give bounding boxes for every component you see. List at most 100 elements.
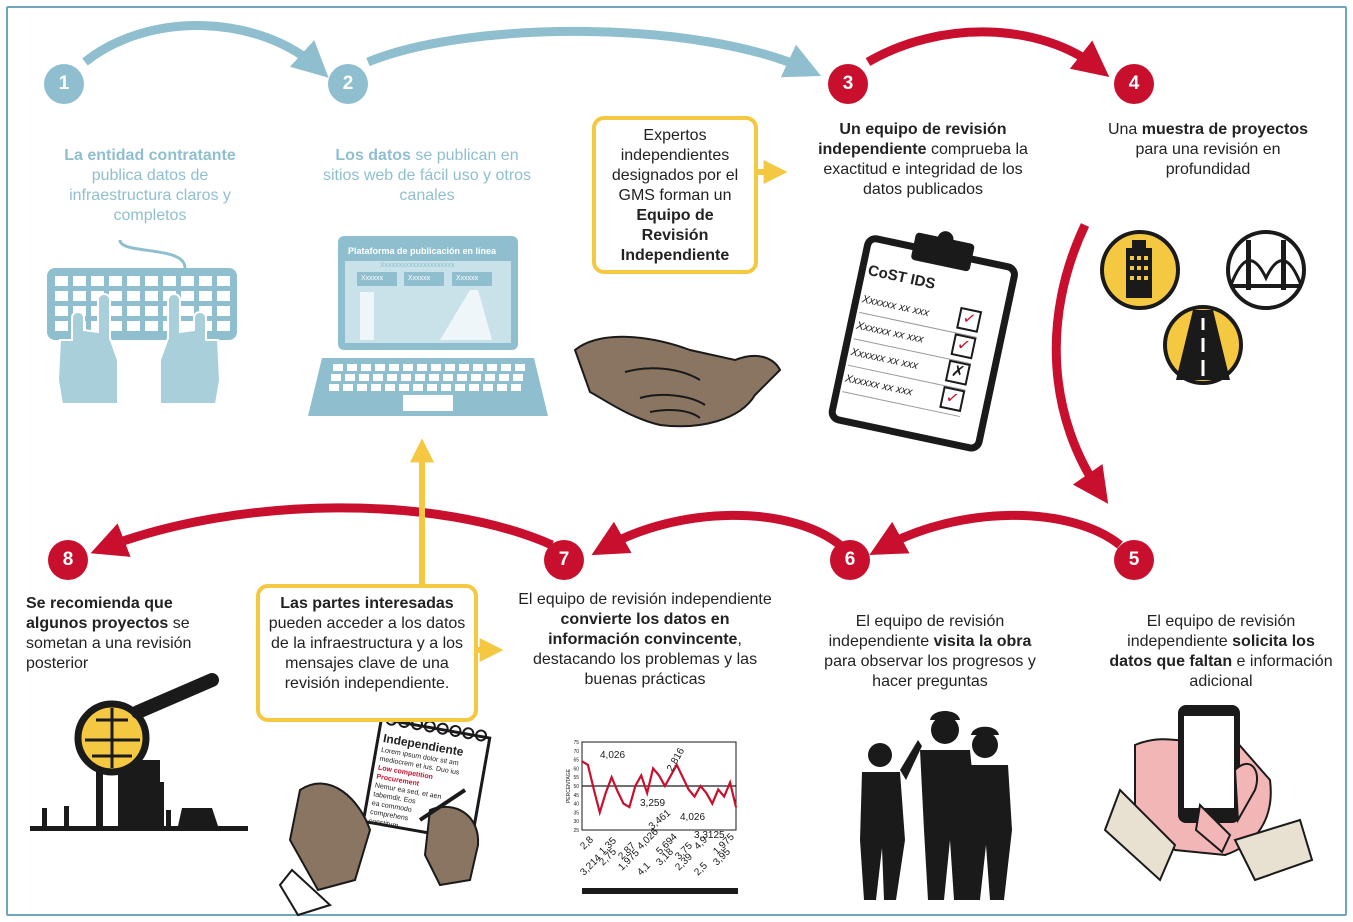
keyboard-key <box>55 276 68 286</box>
laptop-key <box>443 374 453 381</box>
construction-magnifier-icon <box>30 673 248 831</box>
workers-silhouette-icon <box>860 711 1012 900</box>
keyboard-key <box>163 276 176 286</box>
series-point <box>634 785 637 787</box>
keyboard-key <box>109 306 122 316</box>
laptop-key <box>471 374 481 381</box>
laptop-key <box>511 384 521 391</box>
keyboard-key <box>109 276 122 286</box>
phone-hand-icon <box>1103 705 1314 882</box>
series-point <box>699 785 702 787</box>
keyboard-key <box>181 306 194 316</box>
step-5-number: 5 <box>1114 540 1154 580</box>
series-point <box>681 776 684 778</box>
step-8-text: Se recomienda que algunos proyectos se s… <box>26 595 192 672</box>
clipboard-row-mark: ✓ <box>939 386 966 413</box>
series-point <box>622 802 625 805</box>
keyboard-key <box>91 276 104 286</box>
keyboard-key <box>145 306 158 316</box>
keyboard-key <box>145 291 158 301</box>
series-point <box>593 788 595 791</box>
keyboard-key <box>55 291 68 301</box>
series-point <box>723 795 725 798</box>
laptop-key <box>499 374 509 381</box>
keyboard-key <box>199 276 212 286</box>
step-1-text: La entidad contratante publica datos de … <box>64 147 236 224</box>
notebook-hands-icon <box>278 713 492 917</box>
laptop-key <box>417 364 427 371</box>
series-point <box>735 806 737 808</box>
step-6-text: El equipo de revisión independiente visi… <box>824 613 1036 690</box>
step-1-number: 1 <box>44 64 84 104</box>
laptop-key <box>401 374 411 381</box>
series-point <box>587 764 589 766</box>
infographic-frame <box>6 6 1347 916</box>
laptop-key <box>469 384 479 391</box>
clipboard-row-mark: ✓ <box>950 333 977 360</box>
step-4-text: Una muestra de proyectos para una revisi… <box>1107 121 1309 178</box>
laptop-key <box>343 384 353 391</box>
series-point <box>604 792 607 794</box>
keyboard-key <box>55 321 68 331</box>
laptop-key <box>357 384 367 391</box>
laptop-key <box>375 364 385 371</box>
keyboard-key <box>199 306 212 316</box>
arrow-3-to-4 <box>865 27 1110 77</box>
laptop-key <box>483 384 493 391</box>
clipboard-row-mark: ✗ <box>944 359 971 386</box>
laptop-key <box>387 374 397 381</box>
y-tick-label: 45 <box>573 793 579 799</box>
laptop-key <box>457 374 467 381</box>
keyboard-key <box>127 321 140 331</box>
keyboard-key <box>145 321 158 331</box>
laptop-key <box>445 364 455 371</box>
keyboard-key <box>181 291 194 301</box>
y-tick-label: 30 <box>573 819 579 825</box>
experts-box: Expertos independientes designados por e… <box>592 116 758 274</box>
step-5-text: El equipo de revisión independiente soli… <box>1109 613 1333 690</box>
keyboard-key <box>127 276 140 286</box>
chart-annotation: 4,026 <box>600 750 625 761</box>
keyboard-key <box>217 291 230 301</box>
laptop-key <box>403 364 413 371</box>
y-tick-label: 35 <box>573 810 579 816</box>
keyboard-key <box>73 276 86 286</box>
series-point <box>628 806 631 808</box>
bridge-circle-icon <box>1226 230 1306 310</box>
laptop-key <box>515 364 525 371</box>
laptop-key <box>371 384 381 391</box>
laptop-key <box>427 384 437 391</box>
laptop-key <box>429 374 439 381</box>
series-point <box>729 781 731 784</box>
series-point <box>693 795 696 798</box>
keyboard-key <box>217 276 230 286</box>
clipboard-icon <box>828 231 1018 452</box>
laptop-key <box>441 384 451 391</box>
chart-annotation: 3,3125 <box>694 830 725 841</box>
keyboard-key <box>55 306 68 316</box>
laptop-key <box>333 364 343 371</box>
chart-base-bar <box>582 888 738 894</box>
y-tick-label: 55 <box>573 775 579 781</box>
keyboard-key <box>73 306 86 316</box>
laptop-key <box>455 384 465 391</box>
spiral-ring <box>436 722 449 735</box>
y-tick-label: 25 <box>573 828 579 834</box>
keyboard-key <box>127 306 140 316</box>
arrow-5-to-6 <box>869 510 1123 555</box>
laptop-key <box>347 364 357 371</box>
series-point <box>646 792 648 794</box>
keyboard-key <box>217 321 230 331</box>
laptop-key <box>345 374 355 381</box>
keyboard-key <box>217 306 230 316</box>
chart-annotation: 3,259 <box>640 798 665 809</box>
spiral-ring <box>475 729 488 742</box>
series-point <box>675 764 678 766</box>
arrow-1-to-2 <box>82 21 329 78</box>
building-circle-icon <box>1100 230 1180 310</box>
step-4-number: 4 <box>1114 64 1154 104</box>
laptop-key <box>385 384 395 391</box>
keyboard-key <box>181 321 194 331</box>
series-point <box>711 802 714 805</box>
